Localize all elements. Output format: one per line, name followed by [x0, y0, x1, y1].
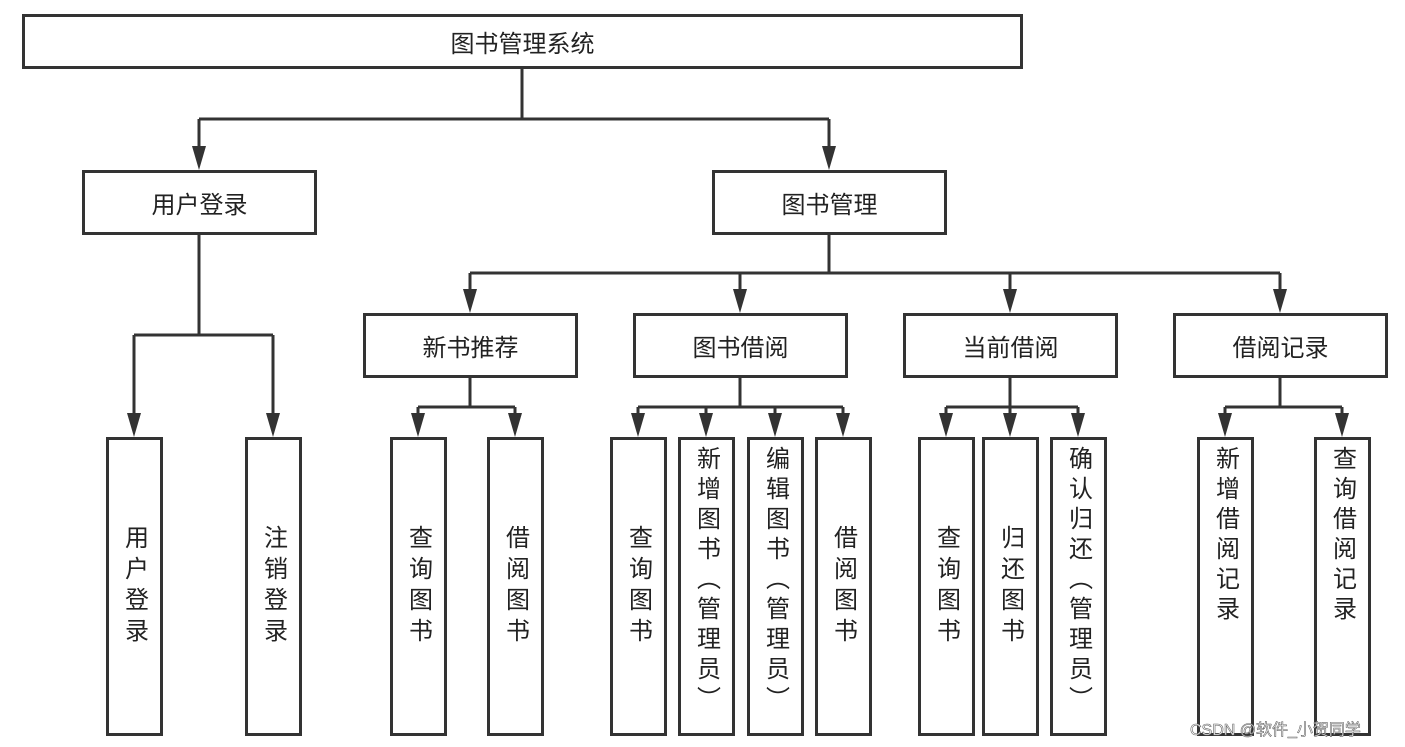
arrow-head — [1273, 289, 1287, 313]
arrow-head — [836, 413, 850, 437]
arrow-head — [768, 413, 782, 437]
leaf-node: 新增借阅记录 — [1197, 437, 1254, 736]
arrow-head — [699, 413, 713, 437]
leaf-node-label: 借阅图书 — [829, 524, 858, 649]
level2-node: 新书推荐 — [363, 313, 578, 378]
leaf-node: 归还图书 — [982, 437, 1039, 736]
level1-node-label: 用户登录 — [151, 191, 248, 219]
arrow-head — [127, 413, 141, 437]
leaf-node: 用户登录 — [106, 437, 163, 736]
arrow-head — [939, 413, 953, 437]
leaf-node-label: 查询图书 — [404, 524, 433, 649]
arrow-head — [192, 146, 206, 170]
leaf-node-label: 借阅图书 — [501, 524, 530, 649]
watermark: CSDN @软件_小贺同学 — [1190, 722, 1362, 740]
leaf-node-label: 用户登录 — [120, 524, 149, 649]
level2-node-label: 当前借阅 — [962, 334, 1059, 362]
root-node: 图书管理系统 — [22, 14, 1023, 69]
level2-node-label: 图书借阅 — [692, 334, 789, 362]
arrow-head — [1071, 413, 1085, 437]
leaf-node-label: 归还图书 — [996, 524, 1025, 649]
arrow-head — [463, 289, 477, 313]
level2-node: 图书借阅 — [633, 313, 848, 378]
leaf-node-label: 确认归还（管理员） — [1064, 446, 1093, 716]
arrow-head — [1218, 413, 1232, 437]
leaf-node: 查询借阅记录 — [1314, 437, 1371, 736]
arrow-head — [411, 413, 425, 437]
leaf-node-label: 注销登录 — [259, 524, 288, 649]
level1-node: 图书管理 — [712, 170, 947, 235]
leaf-node: 查询图书 — [390, 437, 447, 736]
leaf-node: 确认归还（管理员） — [1050, 437, 1107, 736]
level2-node-label: 借阅记录 — [1232, 334, 1329, 362]
level2-node: 借阅记录 — [1173, 313, 1388, 378]
arrow-head — [1335, 413, 1349, 437]
arrow-head — [822, 146, 836, 170]
leaf-node: 借阅图书 — [487, 437, 544, 736]
leaf-node: 注销登录 — [245, 437, 302, 736]
arrow-head — [631, 413, 645, 437]
level2-node-label: 新书推荐 — [422, 334, 519, 362]
leaf-node: 编辑图书（管理员） — [747, 437, 804, 736]
leaf-node-label: 查询图书 — [932, 524, 961, 649]
level1-node: 用户登录 — [82, 170, 317, 235]
leaf-node-label: 新增图书（管理员） — [692, 446, 721, 716]
level2-node: 当前借阅 — [903, 313, 1118, 378]
leaf-node: 查询图书 — [610, 437, 667, 736]
leaf-node-label: 查询图书 — [624, 524, 653, 649]
root-label: 图书管理系统 — [450, 30, 595, 58]
arrow-head — [266, 413, 280, 437]
leaf-node: 借阅图书 — [815, 437, 872, 736]
leaf-node: 新增图书（管理员） — [678, 437, 735, 736]
arrow-head — [1003, 413, 1017, 437]
arrow-head — [733, 289, 747, 313]
leaf-node-label: 编辑图书（管理员） — [761, 446, 790, 716]
leaf-node-label: 查询借阅记录 — [1328, 446, 1357, 626]
arrow-head — [508, 413, 522, 437]
arrow-head — [1003, 289, 1017, 313]
level1-node-label: 图书管理 — [781, 191, 878, 219]
leaf-node-label: 新增借阅记录 — [1211, 446, 1240, 626]
leaf-node: 查询图书 — [918, 437, 975, 736]
